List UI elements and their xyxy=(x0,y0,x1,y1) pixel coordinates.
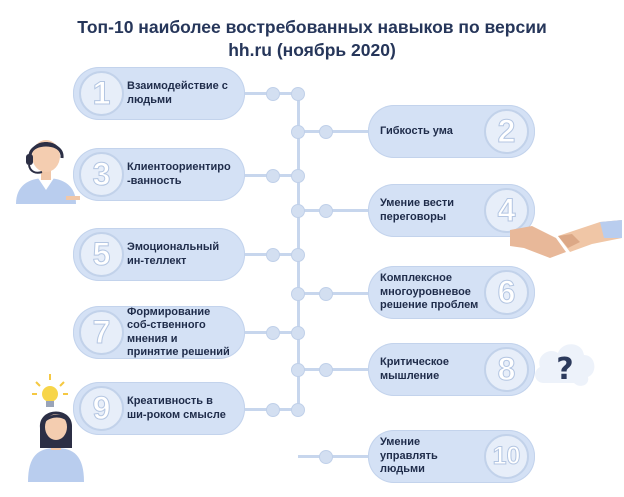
svg-text:?: ? xyxy=(556,352,573,387)
connector-dot xyxy=(291,287,305,301)
skill-card-6: Комплексное многоуровневое решение пробл… xyxy=(368,266,535,319)
skill-card-3: 3 Клиентоориентиро-ванность xyxy=(73,148,245,201)
skill-card-2: Гибкость ума 2 xyxy=(368,105,535,158)
connector-dot xyxy=(291,363,305,377)
connector-dot xyxy=(291,326,305,340)
skill-card-7: 7 Формирование соб-ственного мнения и пр… xyxy=(73,306,245,359)
question-cloud-icon: ? xyxy=(535,344,595,387)
h-connector-8 xyxy=(298,368,370,371)
connector-dot xyxy=(319,125,333,139)
skill-label-3: Клиентоориентиро-ванность xyxy=(127,161,231,187)
connector-dot xyxy=(266,169,280,183)
connector-dot xyxy=(319,363,333,377)
skill-label-9: Креативность в ши-роком смысле xyxy=(127,395,226,421)
title-line-2: hh.ru (ноябрь 2020) xyxy=(228,40,396,60)
skill-label-8: Критическое мышление xyxy=(380,356,450,382)
skill-number-4: 4 xyxy=(484,188,529,233)
skill-number-9: 9 xyxy=(79,386,124,431)
connector-dot xyxy=(266,87,280,101)
skill-card-8: Критическое мышление 8 xyxy=(368,343,535,396)
skill-label-7: Формирование соб-ственного мнения и прин… xyxy=(127,305,230,359)
skill-number-3: 3 xyxy=(79,152,124,197)
h-connector-10 xyxy=(298,455,370,458)
connector-dot xyxy=(291,169,305,183)
skill-card-4: Умение вести переговоры 4 xyxy=(368,184,535,237)
skill-label-4: Умение вести переговоры xyxy=(380,197,454,223)
connector-dot xyxy=(266,326,280,340)
skill-label-2: Гибкость ума xyxy=(380,124,453,137)
connector-dot xyxy=(319,287,333,301)
lightbulb-person-icon xyxy=(28,374,84,482)
skill-number-10: 10 xyxy=(484,434,529,479)
connector-dot xyxy=(291,204,305,218)
skill-number-5: 5 xyxy=(79,232,124,277)
skill-card-10: Умение управлять людьми 10 xyxy=(368,430,535,483)
skill-number-7: 7 xyxy=(79,310,124,355)
skill-number-2: 2 xyxy=(484,109,529,154)
connector-dot xyxy=(291,125,305,139)
skill-number-1: 1 xyxy=(79,71,124,116)
connector-dot xyxy=(319,204,333,218)
h-connector-6 xyxy=(298,292,370,295)
skill-card-9: 9 Креативность в ши-роком смысле xyxy=(73,382,245,435)
skill-label-6: Комплексное многоуровневое решение пробл… xyxy=(380,272,479,312)
connector-dot xyxy=(319,450,333,464)
page-title: Топ-10 наиболее востребованных навыков п… xyxy=(40,16,584,62)
connector-dot xyxy=(291,87,305,101)
connector-dot xyxy=(266,403,280,417)
connector-dot xyxy=(266,248,280,262)
connector-dot xyxy=(291,248,305,262)
h-connector-4 xyxy=(298,209,370,212)
skill-label-10: Умение управлять людьми xyxy=(380,436,438,476)
skill-number-6: 6 xyxy=(484,270,529,315)
headset-person-icon xyxy=(16,140,80,204)
skill-card-5: 5 Эмоциональный ин-теллект xyxy=(73,228,245,281)
skill-card-1: 1 Взаимодействие с людьми xyxy=(73,67,245,120)
skill-label-5: Эмоциональный ин-теллект xyxy=(127,241,220,267)
h-connector-2 xyxy=(298,130,370,133)
title-line-1: Топ-10 наиболее востребованных навыков п… xyxy=(77,17,547,37)
skill-number-8: 8 xyxy=(484,347,529,392)
skill-label-1: Взаимодействие с людьми xyxy=(127,80,228,106)
handshake-icon xyxy=(510,220,622,258)
connector-dot xyxy=(291,403,305,417)
